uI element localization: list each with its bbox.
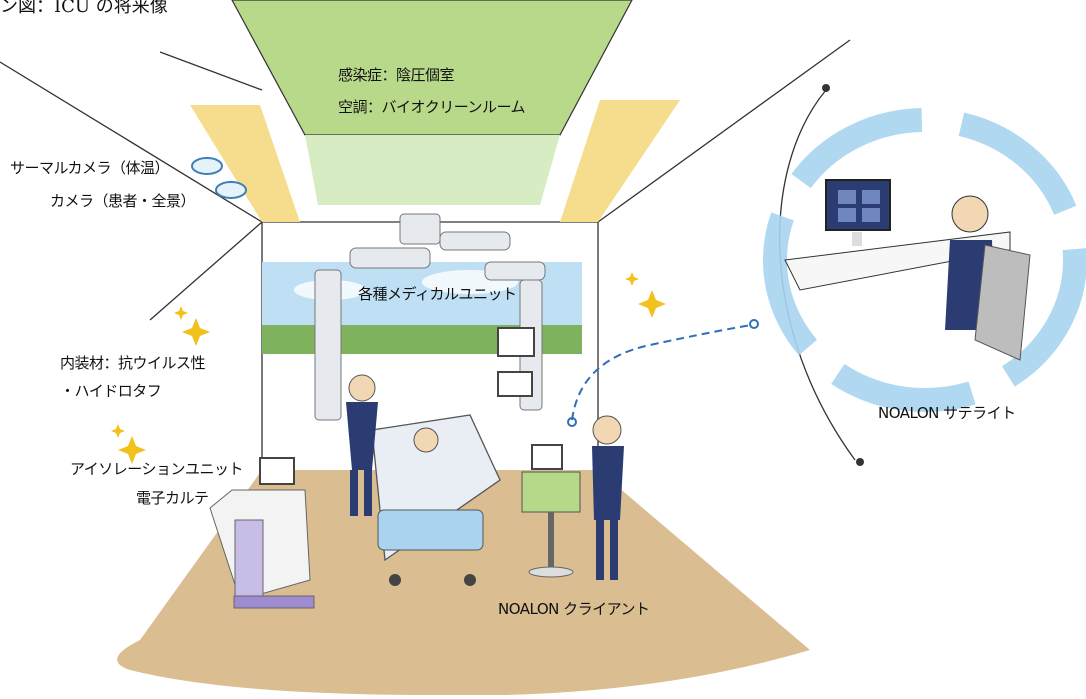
patient-bed bbox=[371, 414, 501, 586]
label-infection-control: 感染症：陰圧個室 bbox=[338, 66, 455, 84]
link-node bbox=[567, 417, 577, 427]
monitor bbox=[497, 327, 535, 357]
figure-title: ン図：ICU の将来像 bbox=[0, 0, 168, 17]
label-medical-unit: 各種メディカルユニット bbox=[358, 285, 517, 303]
camera-icon bbox=[191, 157, 247, 199]
satellite-bubble bbox=[763, 108, 1086, 412]
pin-dot bbox=[856, 458, 864, 466]
isolation-unit-cart bbox=[209, 457, 315, 609]
label-interior-material: 内装材：抗ウイルス性 bbox=[60, 354, 206, 372]
label-noalon-client: NOALON クライアント bbox=[498, 600, 650, 618]
monitor bbox=[497, 371, 533, 397]
network-link bbox=[571, 324, 753, 421]
clinician-figure bbox=[592, 415, 624, 580]
label-thermal-camera: サーマルカメラ（体温） bbox=[10, 159, 170, 177]
label-interior-material-2: ・ハイドロタフ bbox=[60, 382, 162, 400]
ceiling-panel-light-green bbox=[305, 135, 560, 205]
nurse-figure bbox=[346, 374, 378, 516]
link-node bbox=[749, 319, 759, 329]
label-isolation-unit: アイソレーションユニット bbox=[70, 460, 243, 478]
ceiling-panel-yellow-left bbox=[190, 105, 300, 222]
ceiling-panel-yellow-right bbox=[560, 100, 680, 222]
sparkle-icons bbox=[111, 272, 666, 464]
label-noalon-satellite: NOALON サテライト bbox=[878, 404, 1016, 422]
label-camera: カメラ（患者・全景） bbox=[50, 192, 196, 210]
label-air-conditioning: 空調：バイオクリーンルーム bbox=[338, 98, 526, 116]
pin-dot bbox=[822, 84, 830, 92]
noalon-client-cart bbox=[521, 444, 581, 578]
remote-doctor-scene bbox=[784, 179, 1031, 361]
label-emr: 電子カルテ bbox=[136, 489, 209, 507]
